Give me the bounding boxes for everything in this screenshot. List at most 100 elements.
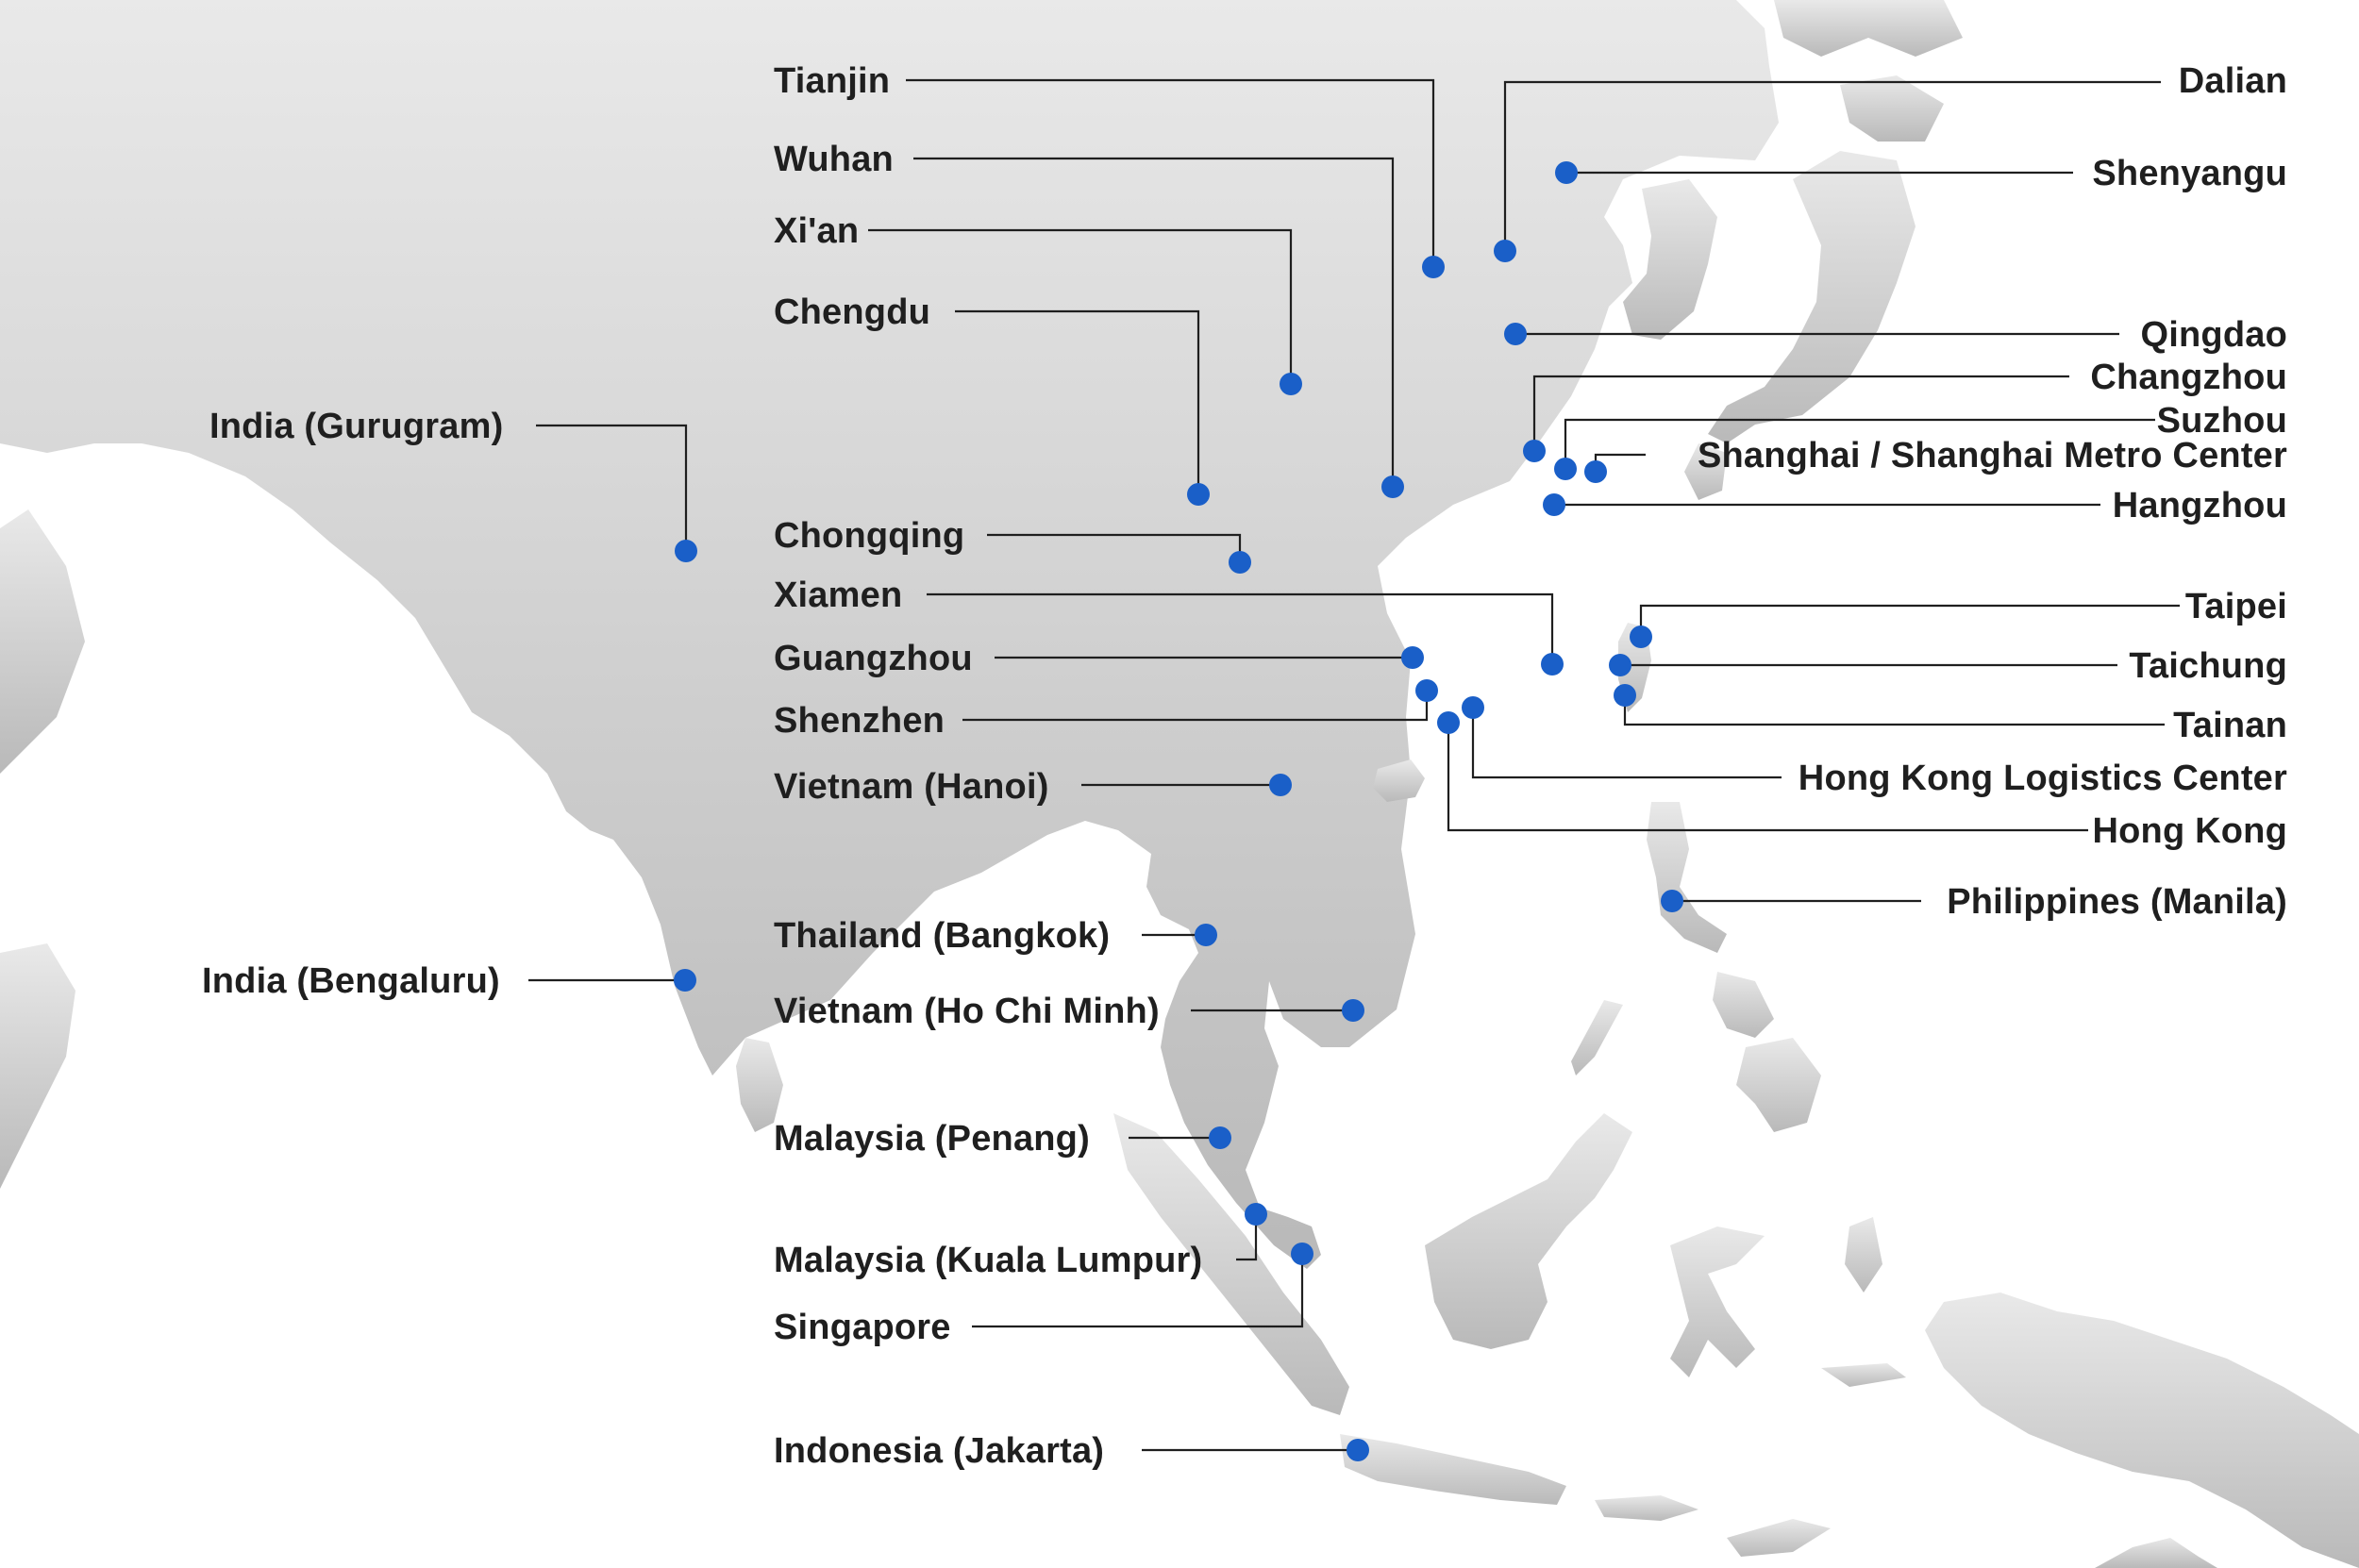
marker-tianjin[interactable] bbox=[1422, 256, 1445, 278]
marker-shenzhen[interactable] bbox=[1415, 679, 1438, 702]
marker-dalian[interactable] bbox=[1494, 240, 1516, 262]
marker-qingdao[interactable] bbox=[1504, 323, 1527, 345]
marker-xiamen[interactable] bbox=[1541, 653, 1564, 676]
land-seram bbox=[1821, 1363, 1906, 1387]
land-australia bbox=[2095, 1538, 2217, 1568]
leader-changzhou bbox=[1532, 375, 2069, 451]
marker-jakarta[interactable] bbox=[1347, 1439, 1369, 1461]
label-dalian[interactable]: Dalian bbox=[2179, 61, 2287, 101]
leader-gurugram bbox=[536, 424, 688, 551]
label-taipei[interactable]: Taipei bbox=[2185, 587, 2287, 626]
label-chengdu[interactable]: Chengdu bbox=[774, 292, 930, 332]
marker-gurugram[interactable] bbox=[675, 540, 697, 562]
land-japan-kyushu bbox=[1684, 443, 1727, 500]
label-hcm[interactable]: Vietnam (Ho Chi Minh) bbox=[774, 992, 1160, 1031]
marker-xian[interactable] bbox=[1280, 373, 1302, 395]
label-changzhou[interactable]: Changzhou bbox=[2090, 358, 2287, 397]
marker-kl[interactable] bbox=[1245, 1203, 1267, 1226]
marker-suzhou[interactable] bbox=[1554, 458, 1577, 480]
leader-wuhan bbox=[913, 157, 1395, 487]
land-asia-mainland bbox=[0, 0, 1779, 1269]
label-manila[interactable]: Philippines (Manila) bbox=[1947, 882, 2287, 922]
marker-changzhou[interactable] bbox=[1523, 440, 1546, 462]
land-palawan bbox=[1571, 1000, 1623, 1076]
marker-chongqing[interactable] bbox=[1229, 551, 1251, 574]
label-kl[interactable]: Malaysia (Kuala Lumpur) bbox=[774, 1241, 1202, 1280]
land-philippines-mindanao bbox=[1736, 1038, 1821, 1132]
label-suzhou[interactable]: Suzhou bbox=[2157, 401, 2287, 441]
label-chongqing[interactable]: Chongqing bbox=[774, 516, 964, 556]
marker-hong-kong[interactable] bbox=[1437, 711, 1460, 734]
location-labels: Tianjin Wuhan Xi'an Chengdu India (Gurug… bbox=[202, 61, 2287, 1471]
leader-chengdu bbox=[955, 309, 1200, 494]
label-penang[interactable]: Malaysia (Penang) bbox=[774, 1119, 1090, 1159]
land-horn bbox=[0, 943, 75, 1189]
marker-shanghai[interactable] bbox=[1584, 460, 1607, 483]
land-japan-honshu bbox=[1708, 151, 1916, 443]
marker-taipei[interactable] bbox=[1630, 626, 1652, 648]
land-java bbox=[1340, 1434, 1566, 1505]
label-shenyangu[interactable]: Shenyangu bbox=[2092, 154, 2287, 193]
label-bengaluru[interactable]: India (Bengaluru) bbox=[202, 961, 500, 1001]
leader-dalian bbox=[1503, 80, 2161, 251]
label-shenzhen[interactable]: Shenzhen bbox=[774, 701, 945, 741]
marker-hanoi[interactable] bbox=[1269, 774, 1292, 796]
marker-taichung[interactable] bbox=[1609, 654, 1631, 676]
land-lesser-sunda bbox=[1595, 1495, 1698, 1521]
marker-penang[interactable] bbox=[1209, 1126, 1231, 1149]
land-philippines-luzon bbox=[1647, 802, 1727, 953]
marker-hk-logistics[interactable] bbox=[1462, 696, 1484, 719]
label-tainan[interactable]: Tainan bbox=[2173, 706, 2287, 745]
land-maluku bbox=[1845, 1217, 1882, 1293]
land-sulawesi bbox=[1670, 1226, 1765, 1377]
leader-tianjin bbox=[906, 78, 1435, 267]
marker-chengdu[interactable] bbox=[1187, 483, 1210, 506]
marker-guangzhou[interactable] bbox=[1401, 646, 1424, 669]
marker-manila[interactable] bbox=[1661, 890, 1683, 912]
land-arabia bbox=[0, 509, 85, 774]
marker-tainan[interactable] bbox=[1614, 684, 1636, 707]
label-bangkok[interactable]: Thailand (Bangkok) bbox=[774, 916, 1110, 956]
land-korea bbox=[1623, 179, 1717, 340]
label-singapore[interactable]: Singapore bbox=[774, 1308, 951, 1347]
marker-hangzhou[interactable] bbox=[1543, 493, 1565, 516]
leader-xiamen bbox=[927, 592, 1554, 664]
label-taichung[interactable]: Taichung bbox=[2129, 646, 2287, 686]
marker-hcm[interactable] bbox=[1342, 999, 1364, 1022]
leader-taipei bbox=[1639, 604, 2180, 637]
label-hk-logistics[interactable]: Hong Kong Logistics Center bbox=[1799, 759, 2287, 798]
label-jakarta[interactable]: Indonesia (Jakarta) bbox=[774, 1431, 1104, 1471]
marker-wuhan[interactable] bbox=[1381, 475, 1404, 498]
marker-singapore[interactable] bbox=[1291, 1243, 1313, 1265]
label-wuhan[interactable]: Wuhan bbox=[774, 140, 894, 179]
label-qingdao[interactable]: Qingdao bbox=[2141, 315, 2288, 355]
marker-bangkok[interactable] bbox=[1195, 924, 1217, 946]
leader-hong-kong bbox=[1447, 723, 2088, 832]
land-borneo bbox=[1425, 1113, 1632, 1349]
leader-lines bbox=[528, 78, 2180, 1452]
land-sumatra bbox=[1113, 1113, 1349, 1415]
label-gurugram[interactable]: India (Gurugram) bbox=[209, 407, 503, 446]
label-hanoi[interactable]: Vietnam (Hanoi) bbox=[774, 767, 1049, 807]
label-hangzhou[interactable]: Hangzhou bbox=[2113, 486, 2287, 525]
land-japan-hokkaido bbox=[1840, 75, 1944, 142]
marker-shenyangu[interactable] bbox=[1555, 161, 1578, 184]
land-russia-east bbox=[1774, 0, 1963, 57]
label-guangzhou[interactable]: Guangzhou bbox=[774, 639, 973, 678]
land-timor bbox=[1727, 1519, 1831, 1557]
marker-bengaluru[interactable] bbox=[674, 969, 696, 992]
label-tianjin[interactable]: Tianjin bbox=[774, 61, 890, 101]
label-xian[interactable]: Xi'an bbox=[774, 211, 859, 251]
leader-suzhou bbox=[1564, 418, 2155, 469]
land-new-guinea bbox=[1925, 1293, 2359, 1568]
land-sri-lanka bbox=[736, 1038, 783, 1132]
location-markers bbox=[674, 161, 1683, 1461]
leader-hk-logistics bbox=[1471, 708, 1782, 779]
leader-tainan bbox=[1623, 695, 2165, 726]
label-shanghai[interactable]: Shanghai / Shanghai Metro Center bbox=[1698, 436, 2287, 475]
label-xiamen[interactable]: Xiamen bbox=[774, 575, 902, 615]
leader-xian bbox=[868, 228, 1293, 384]
label-hong-kong[interactable]: Hong Kong bbox=[2092, 811, 2287, 851]
